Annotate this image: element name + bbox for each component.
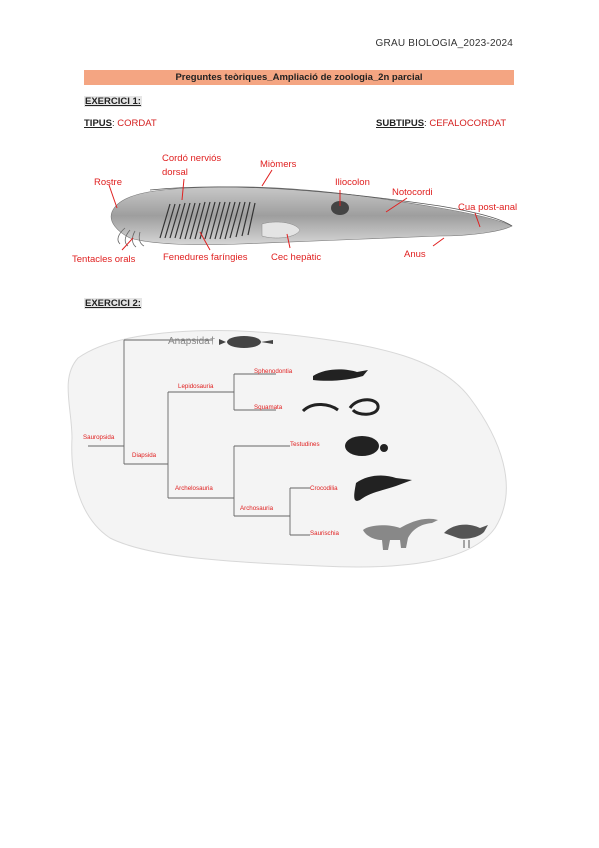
label-anapsida: Anapsida† [168, 336, 215, 347]
oral-tentacles [117, 227, 145, 248]
course-header: GRAU BIOLOGIA_2023-2024 [375, 38, 513, 49]
cladogram-figure: Anapsida† Sauropsida Diapsida Lepidosaur… [67, 330, 507, 568]
pointer-lines [108, 169, 481, 251]
hepatic-caecum-shape [261, 221, 301, 239]
label-cordo-2: dorsal [162, 167, 188, 178]
label-crocodilia: Crocodilia [310, 485, 338, 492]
turtle-silhouette [345, 436, 388, 456]
tipus-line: TIPUS: CORDAT [84, 118, 157, 129]
exercise-2-heading: EXERCICI 2: [84, 298, 142, 309]
label-cua-post-anal: Cua post-anal [458, 202, 517, 213]
label-squamata: Squamata [254, 404, 283, 411]
subtipus-key: SUBTIPUS [376, 118, 425, 129]
label-archosauria: Archosauria [240, 505, 274, 512]
label-archelosauria: Archelosauria [175, 485, 213, 492]
tipus-value: CORDAT [117, 118, 157, 129]
crocodile-silhouette [354, 475, 412, 501]
label-fenedures-faringies: Fenedures faríngies [163, 252, 248, 263]
label-cordo-1: Cordó nerviós [162, 153, 221, 164]
subtipus-value: CEFALOCORDAT [429, 118, 507, 129]
amphioxus-figure: Rostre Cordó nerviós dorsal Miòmers Ilio… [72, 153, 517, 265]
pharyngeal-slits [159, 201, 256, 240]
label-sphenodontia: Sphenodontia [254, 368, 293, 375]
label-saurischia: Saurischia [310, 530, 339, 537]
sauropod-silhouette [363, 518, 438, 550]
bird-silhouette [444, 524, 488, 548]
label-diapsida: Diapsida [132, 452, 157, 459]
tipus-sep: : [111, 118, 118, 129]
cladogram-background [67, 330, 507, 568]
label-iliocolon: Iliocolon [335, 177, 370, 188]
label-tentacles-orals: Tentacles orals [72, 254, 136, 265]
anapsid-silhouette [219, 336, 273, 348]
cladogram-branches [88, 339, 310, 536]
sphenodon-silhouette [313, 369, 368, 381]
subtipus-sep: : [424, 118, 430, 129]
label-notocordi: Notocordi [392, 187, 433, 198]
exercise-1-heading: EXERCICI 1: [84, 96, 142, 107]
label-miomers: Miòmers [260, 159, 297, 170]
squamata-silhouette [301, 398, 380, 416]
label-lepidosauria: Lepidosauria [178, 383, 214, 390]
label-rostre: Rostre [94, 177, 122, 188]
page-title: Preguntes teòriques_Ampliació de zoologi… [84, 70, 514, 85]
label-testudines: Testudines [290, 441, 320, 448]
label-anus: Anus [404, 249, 426, 260]
tipus-key: TIPUS [84, 118, 112, 129]
label-cec-hepatic: Cec hepàtic [271, 252, 321, 263]
label-sauropsida: Sauropsida [83, 434, 115, 441]
subtipus-line: SUBTIPUS: CEFALOCORDAT [376, 118, 506, 129]
